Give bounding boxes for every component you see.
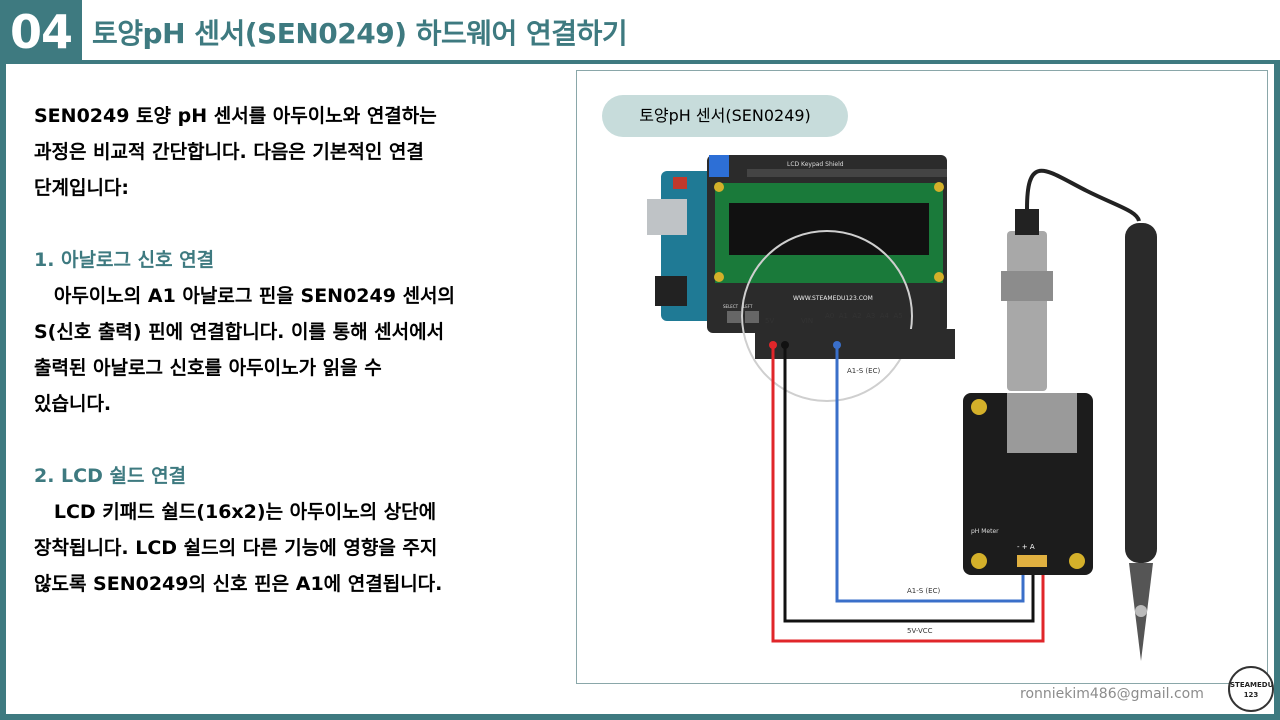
steamedu-logo: STEAMEDU 123 xyxy=(1228,666,1274,712)
header-underline xyxy=(82,60,1280,64)
wire-black xyxy=(783,345,1035,623)
section2-line: 장착됩니다. LCD 쉴드의 다른 기능에 영향을 주지 xyxy=(34,537,438,559)
section1-line: 아두이노의 A1 아날로그 핀을 SEN0249 센서의 xyxy=(34,285,456,307)
slide-header: 04 토양pH 센서(SEN0249) 하드웨어 연결하기 xyxy=(0,0,1280,64)
ph-probe xyxy=(1125,223,1157,563)
author-email: ronniekim486@gmail.com xyxy=(1020,686,1204,702)
bnc-connector xyxy=(1007,231,1047,391)
body-text: SEN0249 토양 pH 센서를 아두이노와 연결하는 과정은 비교적 간단합… xyxy=(34,98,554,602)
section1-line: 출력된 아날로그 신호를 아두이노가 읽을 수 xyxy=(34,357,382,379)
logo-text: STEAMEDU 123 xyxy=(1230,681,1274,699)
shield-url: WWW.STEAMEDU123.COM xyxy=(793,295,873,302)
ph-meter-label: pH Meter xyxy=(971,528,999,535)
wire-red xyxy=(771,345,1045,643)
btn-left-label: LEFT xyxy=(743,304,753,309)
pin-5v-label: 5V xyxy=(765,317,774,325)
section2-line: LCD 키패드 쉴드(16x2)는 아두이노의 상단에 xyxy=(34,501,437,523)
section-number: 04 xyxy=(0,0,82,64)
section1-line: S(신호 출력) 핀에 연결합니다. 이를 통해 센서에서 xyxy=(34,321,445,343)
board-pins-label: - + A xyxy=(1017,543,1035,551)
intro-line: 과정은 비교적 간단합니다. 다음은 기본적인 연결 xyxy=(34,141,424,163)
shield-title: LCD Keypad Shield xyxy=(787,161,844,168)
5v-vcc-label: 5V-VCC xyxy=(907,627,933,635)
pin-vin-label: VIN xyxy=(801,317,813,325)
section2-line: 않도록 SEN0249의 신호 핀은 A1에 연결됩니다. xyxy=(34,573,443,595)
a1-top-label: A1-S (EC) xyxy=(847,367,880,375)
wire-blue xyxy=(835,345,1025,603)
intro-line: 단계입니다: xyxy=(34,177,129,199)
a1-bottom-label: A1-S (EC) xyxy=(907,587,940,595)
pins-analog-label: A0 A1 A2 A3 A4 A5 xyxy=(825,312,903,320)
section1-heading: 1. 아날로그 신호 연결 xyxy=(34,249,215,271)
intro-line: SEN0249 토양 pH 센서를 아두이노와 연결하는 xyxy=(34,105,437,127)
section1-line: 있습니다. xyxy=(34,393,112,415)
wiring-diagram-image: LCD Keypad Shield WWW.STEAMEDU123.COM SE… xyxy=(576,70,1268,684)
slide-title: 토양pH 센서(SEN0249) 하드웨어 연결하기 xyxy=(92,17,628,50)
sensor-name-pill: 토양pH 센서(SEN0249) xyxy=(602,95,848,137)
section2-heading: 2. LCD 쉴드 연결 xyxy=(34,465,187,487)
magnifier-circle xyxy=(741,230,913,402)
btn-select-label: SELECT xyxy=(723,304,739,309)
